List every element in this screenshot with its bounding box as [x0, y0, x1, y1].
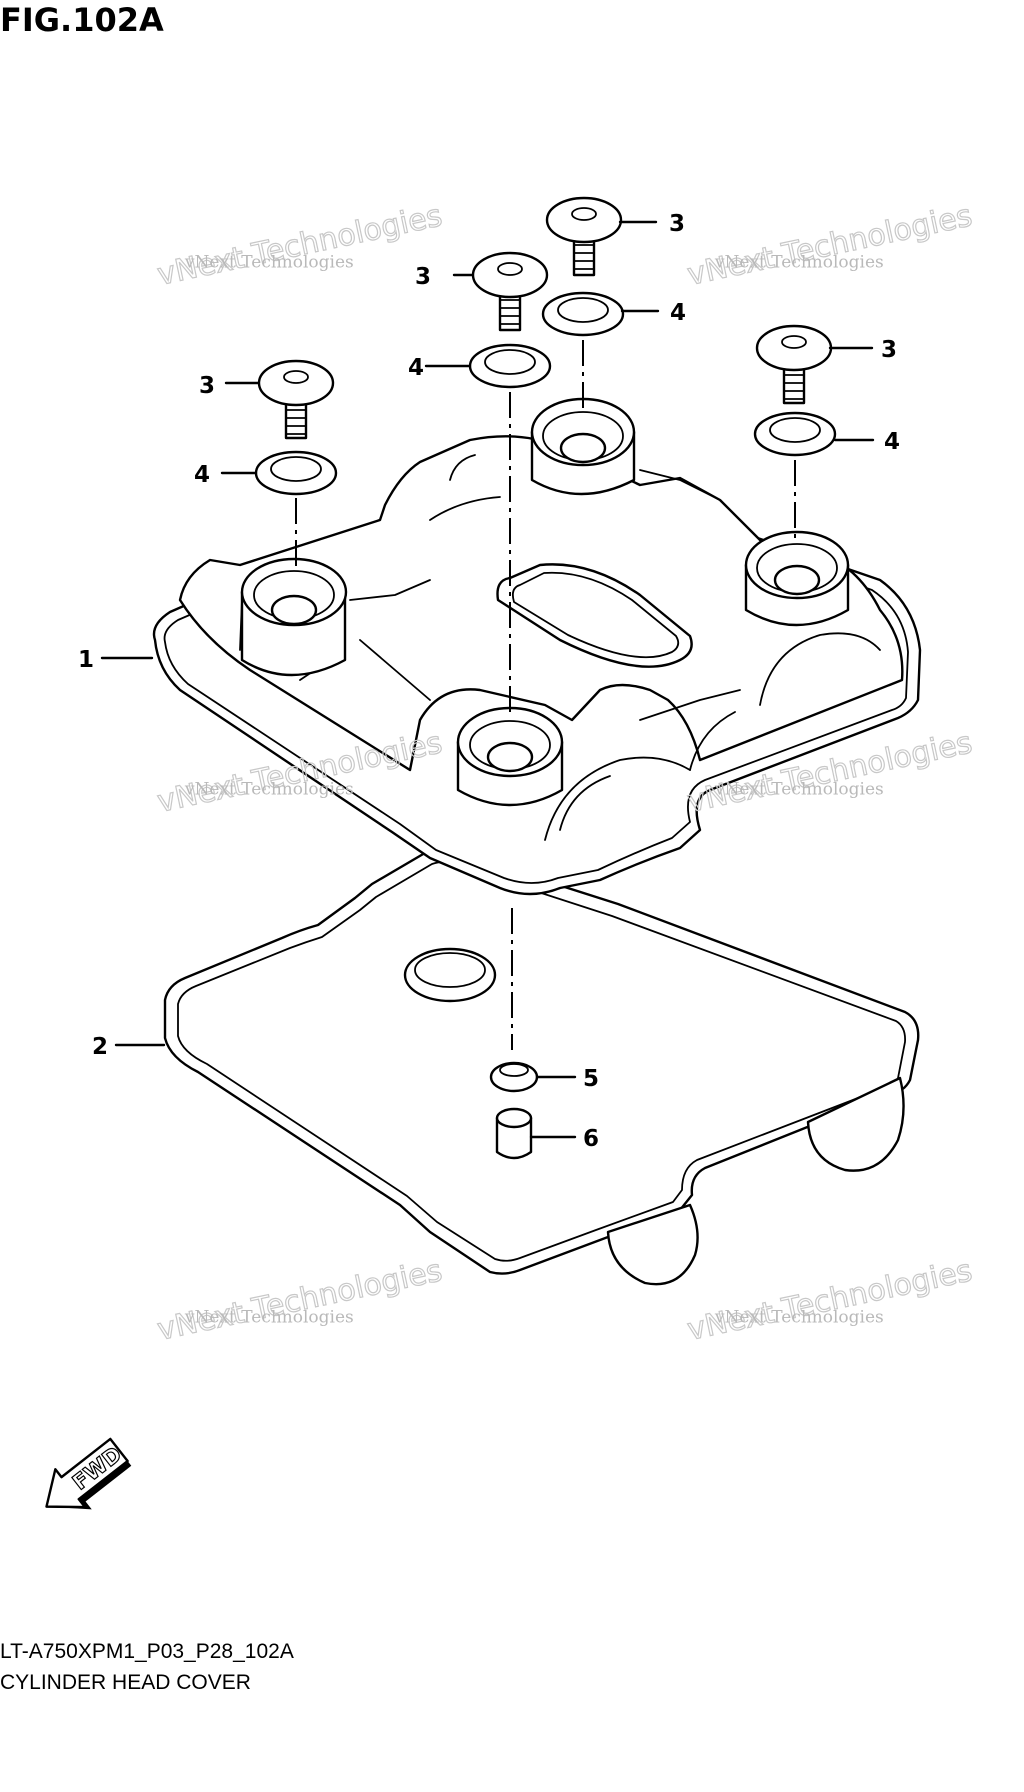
callout-oil-seal: 5 [583, 1066, 599, 1092]
bolt-top [545, 196, 623, 277]
callout-washer-top: 4 [670, 300, 686, 326]
drawing-name: CYLINDER HEAD COVER [0, 1671, 251, 1694]
bolt-left [257, 359, 335, 440]
washer-left [254, 450, 338, 496]
washer-right [753, 411, 837, 457]
fwd-arrow-icon: FWD [45, 1437, 132, 1510]
svg-text:vNext Technologies: vNext Technologies [684, 198, 975, 293]
svg-text:vNext Technologies: vNext Technologies [184, 1307, 354, 1327]
watermark-1: vNext Technologies vNext Technologies [154, 198, 446, 294]
svg-text:vNext Technologies: vNext Technologies [184, 779, 354, 799]
callout-washer-left: 4 [194, 462, 210, 488]
watermark-2: vNext Technologies vNext Technologies [684, 198, 976, 294]
svg-text:vNext Technologies: vNext Technologies [154, 1253, 445, 1348]
svg-text:vNext Technologies: vNext Technologies [714, 779, 884, 799]
callout-bolt-upper-left: 3 [415, 264, 431, 290]
bolt-upper-left [471, 251, 549, 332]
callout-bolt-left: 3 [199, 373, 215, 399]
bolt-right [755, 324, 833, 405]
washer-top [541, 291, 625, 337]
callout-washer-right: 4 [884, 429, 900, 455]
cylinder-head-cover-part [152, 397, 922, 896]
callout-washer-upper-left: 4 [408, 355, 424, 381]
callout-gasket: 2 [92, 1034, 108, 1060]
callout-bolt-right: 3 [881, 337, 897, 363]
dowel-pin-part [495, 1107, 533, 1160]
gasket-part [163, 847, 920, 1286]
callout-cylinder-head-cover: 1 [78, 647, 94, 673]
assembly-centerlines [295, 340, 796, 1050]
callout-bolt-top: 3 [669, 211, 685, 237]
svg-text:vNext Technologies: vNext Technologies [714, 252, 884, 272]
watermark-6: vNext Technologies vNext Technologies [684, 1253, 976, 1349]
svg-text:vNext Technologies: vNext Technologies [154, 198, 445, 293]
washer-upper-left [468, 343, 552, 389]
callout-labels: 3 3 3 3 4 4 4 4 1 2 5 6 [78, 211, 900, 1152]
svg-text:vNext Technologies: vNext Technologies [184, 252, 354, 272]
svg-text:vNext Technologies: vNext Technologies [714, 1307, 884, 1327]
drawing-code: LT-A750XPM1_P03_P28_102A [0, 1640, 294, 1663]
bolt-washer-set [254, 196, 837, 496]
svg-text:vNext Technologies: vNext Technologies [684, 1253, 975, 1348]
leader-lines [100, 220, 875, 1139]
watermark-5: vNext Technologies vNext Technologies [154, 1253, 446, 1349]
callout-dowel-pin: 6 [583, 1126, 599, 1152]
figure-title: FIG.102A [0, 1, 164, 39]
oil-seal-part [489, 1061, 539, 1093]
